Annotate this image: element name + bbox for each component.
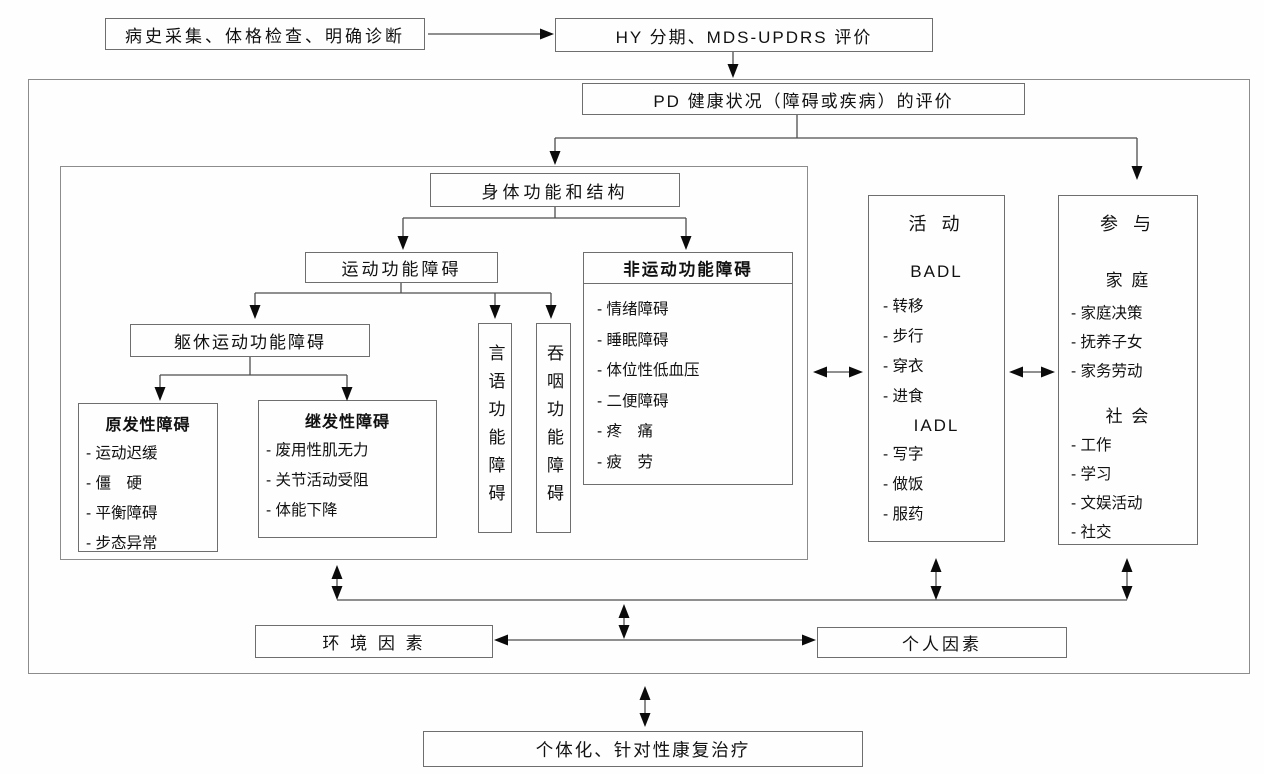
activity-box: 活 动 BADL - 转移 - 步行 - 穿衣 - 进食 IADL - 写字 -… — [868, 195, 1005, 542]
social-items: - 工作 - 学习 - 文娱活动 - 社交 — [1059, 431, 1197, 547]
list-item: - 步态异常 — [86, 535, 158, 552]
iadl-items: - 写字 - 做饭 - 服药 — [869, 440, 1004, 530]
secondary-items: - 废用性肌无力 - 关节活动受阻 - 体能下降 — [259, 432, 436, 526]
list-item: - 僵 硬 — [86, 475, 142, 492]
staging-box: HY 分期、MDS-UPDRS 评价 — [555, 18, 933, 52]
personal-factors-box: 个人因素 — [817, 627, 1067, 658]
environment-factors-box: 环 境 因 素 — [255, 625, 493, 658]
list-item: - 穿衣 — [883, 358, 924, 375]
body-structure-box: 身体功能和结构 — [430, 173, 680, 207]
nonmotor-title: 非运动功能障碍 — [584, 253, 792, 284]
activity-title: 活 动 — [908, 214, 965, 234]
secondary-title: 继发性障碍 — [304, 414, 390, 431]
trunk-motor-box: 躯休运动功能障碍 — [130, 324, 370, 357]
primary-impairment-box: 原发性障碍 - 运动迟缓 - 僵 硬 - 平衡障碍 - 步态异常 — [78, 403, 218, 552]
list-item: - 二便障碍 — [597, 392, 669, 410]
family-items: - 家庭决策 - 抚养子女 - 家务劳动 — [1059, 299, 1197, 386]
list-item: - 情绪障碍 — [597, 301, 669, 318]
list-item: - 写字 — [883, 446, 924, 463]
body-function-frame — [60, 166, 808, 560]
swallow-impairment-box: 吞咽功能障碍 — [536, 323, 571, 533]
list-item: - 学习 — [1071, 466, 1112, 483]
list-item: - 疲 劳 — [597, 453, 653, 471]
treatment-box: 个体化、针对性康复治疗 — [423, 731, 863, 767]
arrow-staging-to-pd — [727, 52, 739, 78]
list-item: - 废用性肌无力 — [266, 442, 369, 459]
list-item: - 社交 — [1071, 524, 1112, 541]
list-item: - 疼 痛 — [597, 423, 653, 440]
family-label: 家 庭 — [1105, 271, 1151, 290]
badl-items: - 转移 - 步行 - 穿衣 - 进食 — [869, 292, 1004, 412]
badl-label: BADL — [910, 262, 963, 281]
secondary-impairment-box: 继发性障碍 - 废用性肌无力 - 关节活动受阻 - 体能下降 — [258, 400, 437, 538]
nonmotor-impairment-box: 非运动功能障碍 - 情绪障碍 - 睡眠障碍 - 体位性低血压 - 二便障碍 - … — [583, 252, 793, 485]
social-label: 社 会 — [1105, 407, 1151, 426]
nonmotor-items: - 情绪障碍 - 睡眠障碍 - 体位性低血压 - 二便障碍 - 疼 痛 - 疲 … — [584, 284, 792, 478]
list-item: - 抚养子女 — [1071, 334, 1143, 351]
list-item: - 转移 — [883, 298, 924, 315]
pd-eval-box: PD 健康状况（障碍或疾病）的评价 — [582, 83, 1025, 115]
list-item: - 体能下降 — [266, 502, 338, 519]
list-item: - 运动迟缓 — [86, 445, 158, 462]
list-item: - 平衡障碍 — [86, 505, 158, 522]
primary-items: - 运动迟缓 - 僵 硬 - 平衡障碍 - 步态异常 — [79, 435, 217, 559]
list-item: - 睡眠障碍 — [597, 331, 669, 349]
icf-outer-frame — [28, 79, 1250, 674]
intake-box: 病史采集、体格检查、明确诊断 — [105, 18, 425, 50]
list-item: - 做饭 — [883, 476, 924, 493]
list-item: - 体位性低血压 — [597, 362, 700, 379]
speech-impairment-box: 言语功能障碍 — [478, 323, 512, 533]
primary-title: 原发性障碍 — [105, 417, 191, 434]
participation-box: 参 与 家 庭 - 家庭决策 - 抚养子女 - 家务劳动 社 会 - 工作 - … — [1058, 195, 1198, 545]
list-item: - 工作 — [1071, 437, 1112, 454]
arrow-intake-to-staging — [428, 28, 554, 40]
list-item: - 进食 — [883, 388, 924, 405]
motor-impairment-box: 运动功能障碍 — [305, 252, 498, 283]
list-item: - 家庭决策 — [1071, 305, 1143, 322]
list-item: - 关节活动受阻 — [266, 472, 369, 489]
double-arrow-frame-treatment — [639, 686, 651, 727]
list-item: - 家务劳动 — [1071, 363, 1143, 380]
participation-title: 参 与 — [1099, 214, 1156, 234]
list-item: - 步行 — [883, 328, 924, 345]
list-item: - 文娱活动 — [1071, 495, 1143, 512]
iadl-label: IADL — [913, 416, 960, 435]
list-item: - 服药 — [883, 506, 924, 523]
